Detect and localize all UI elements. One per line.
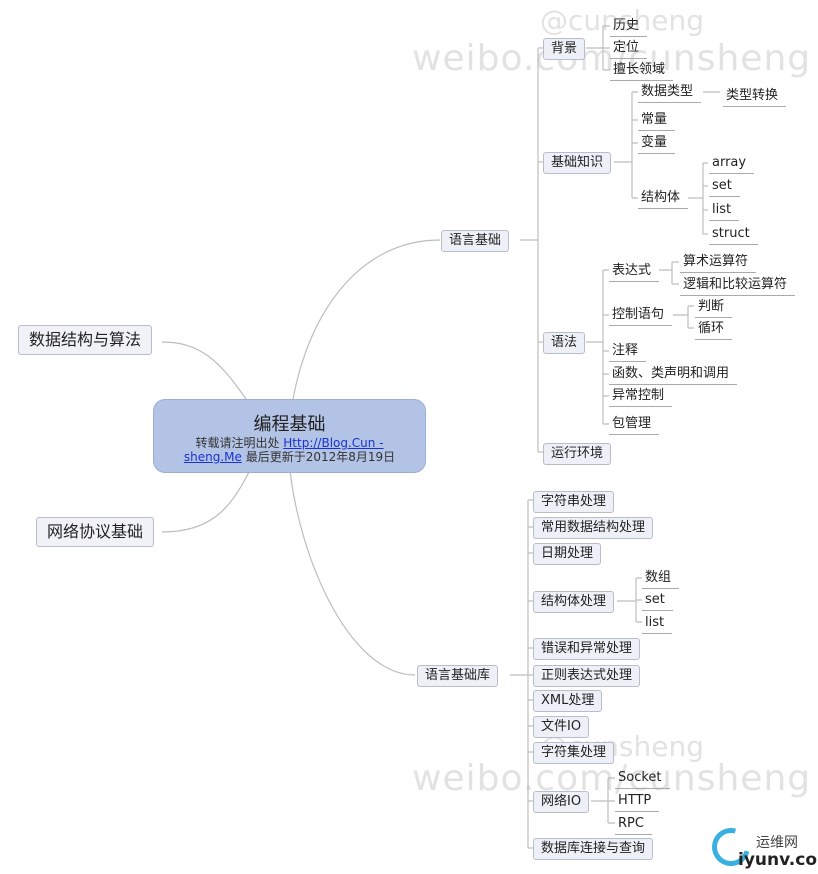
- leaf-list-lib[interactable]: list: [641, 615, 673, 634]
- node-runtime[interactable]: 运行环境: [543, 443, 612, 465]
- leaf-arithmetic-operators[interactable]: 算术运算符: [679, 254, 757, 273]
- root-subtitle-line1: 转载请注明出处 Http://Blog.Cun -: [154, 436, 425, 450]
- node-network-protocols[interactable]: 网络协议基础: [36, 517, 155, 547]
- node-language-library[interactable]: 语言基础库: [417, 665, 499, 687]
- leaf-history[interactable]: 历史: [609, 18, 648, 37]
- leaf-loop[interactable]: 循环: [694, 321, 733, 340]
- logo-text-en: iyunv.com: [738, 850, 818, 870]
- leaf-list[interactable]: list: [708, 202, 740, 221]
- node-xml-processing[interactable]: XML处理: [533, 690, 603, 712]
- node-syntax[interactable]: 语法: [543, 332, 586, 354]
- node-background[interactable]: 背景: [543, 38, 586, 60]
- leaf-exception-control[interactable]: 异常控制: [608, 388, 673, 407]
- leaf-type-conversion[interactable]: 类型转换: [722, 88, 787, 107]
- node-language-basics[interactable]: 语言基础: [441, 230, 510, 252]
- node-data-structures-algorithms[interactable]: 数据结构与算法: [18, 325, 153, 355]
- root-updated-date: 最后更新于2012年8月19日: [245, 450, 396, 464]
- leaf-struct-type[interactable]: struct: [709, 226, 758, 245]
- root-node: 编程基础 转载请注明出处 Http://Blog.Cun - sheng.Me …: [153, 399, 426, 473]
- leaf-data-types[interactable]: 数据类型: [637, 84, 702, 103]
- leaf-constant[interactable]: 常量: [637, 112, 676, 131]
- root-title: 编程基础: [253, 414, 326, 435]
- leaf-set[interactable]: set: [709, 178, 740, 197]
- leaf-strengths[interactable]: 擅长领域: [609, 62, 674, 81]
- leaf-variable[interactable]: 变量: [637, 135, 676, 154]
- leaf-socket[interactable]: Socket: [615, 770, 669, 789]
- node-charset-processing[interactable]: 字符集处理: [533, 742, 615, 764]
- leaf-package-management[interactable]: 包管理: [608, 416, 660, 435]
- leaf-http[interactable]: HTTP: [614, 793, 660, 812]
- leaf-positioning[interactable]: 定位: [609, 40, 648, 59]
- site-logo: 运维网 iyunv.com: [705, 821, 818, 873]
- leaf-functions-classes[interactable]: 函数、类声明和调用: [608, 366, 738, 385]
- root-subtitle-line2: sheng.Me 最后更新于2012年8月19日: [154, 450, 425, 464]
- leaf-logic-comparison-operators[interactable]: 逻辑和比较运算符: [679, 277, 796, 296]
- leaf-rpc[interactable]: RPC: [615, 816, 652, 835]
- leaf-set-lib[interactable]: set: [642, 592, 673, 611]
- leaf-expression[interactable]: 表达式: [608, 263, 660, 282]
- root-note-prefix: 转载请注明出处: [195, 436, 280, 450]
- node-date-processing[interactable]: 日期处理: [533, 543, 602, 565]
- leaf-struct[interactable]: 结构体: [637, 190, 689, 209]
- leaf-comments[interactable]: 注释: [608, 343, 647, 362]
- node-struct-processing[interactable]: 结构体处理: [533, 591, 615, 613]
- node-string-processing[interactable]: 字符串处理: [533, 491, 615, 513]
- node-regex-processing[interactable]: 正则表达式处理: [533, 665, 641, 687]
- blog-link-part2[interactable]: sheng.Me: [183, 450, 242, 464]
- leaf-array[interactable]: array: [708, 155, 755, 174]
- node-fundamentals[interactable]: 基础知识: [543, 152, 612, 174]
- logo-text-cn: 运维网: [756, 835, 798, 851]
- leaf-control-statements[interactable]: 控制语句: [608, 307, 673, 326]
- leaf-condition[interactable]: 判断: [694, 299, 733, 318]
- node-database-query[interactable]: 数据库连接与查询: [533, 838, 654, 860]
- node-common-ds-processing[interactable]: 常用数据结构处理: [533, 517, 654, 539]
- node-file-io[interactable]: 文件IO: [533, 716, 590, 738]
- node-error-exception-handling[interactable]: 错误和异常处理: [533, 638, 641, 660]
- blog-link-part1[interactable]: Http://Blog.Cun -: [283, 436, 384, 450]
- node-network-io[interactable]: 网络IO: [533, 791, 590, 813]
- leaf-arrays[interactable]: 数组: [641, 570, 680, 589]
